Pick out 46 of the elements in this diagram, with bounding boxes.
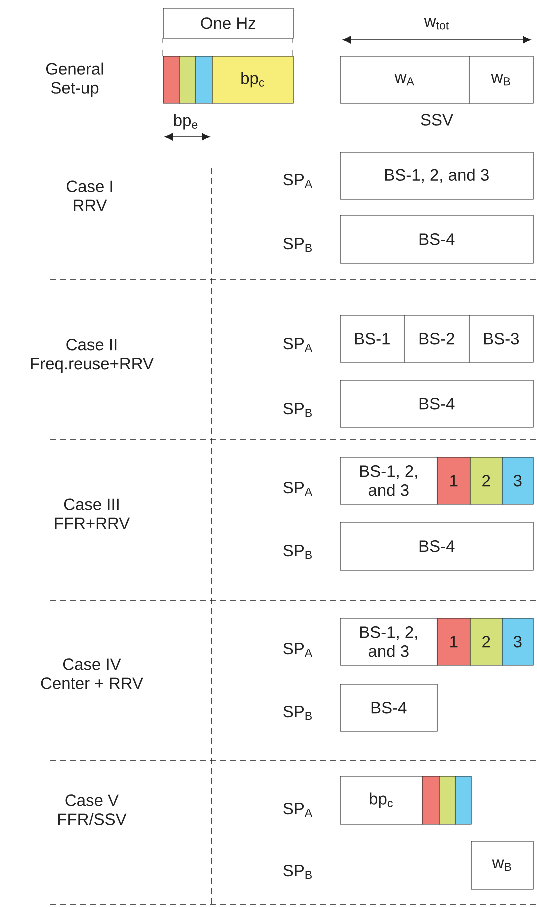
band-segment: 2 xyxy=(470,618,503,666)
dimension-label: w$_{tot}$ xyxy=(424,18,450,30)
spectrum-block: BS-4 xyxy=(340,522,534,571)
spectrum-block: BS-2 xyxy=(404,315,470,363)
spectrum-block: BS-4 xyxy=(340,380,534,428)
spectrum-block: w$_{B}$ xyxy=(471,841,534,890)
band-segment xyxy=(195,56,213,104)
band-segment: bp$_{c}$ xyxy=(212,56,294,104)
band-segment xyxy=(422,776,440,825)
band-segment: 1 xyxy=(437,457,471,505)
spectrum-block: BS-1, 2, and 3 xyxy=(340,457,438,505)
sp-label: SP$_{B}$ xyxy=(284,864,312,880)
row-label: General Set-up xyxy=(46,62,104,98)
case-label: Case IV Center + RRV xyxy=(41,658,144,690)
spectrum-block: One Hz xyxy=(163,8,294,39)
sp-label: SP$_{B}$ xyxy=(284,402,312,418)
band-segment: 1 xyxy=(437,618,471,666)
spectrum-block: bp$_{c}$ xyxy=(340,776,423,825)
band-segment xyxy=(439,776,456,825)
spectrum-block: BS-3 xyxy=(469,315,534,363)
sp-label: SP$_{A}$ xyxy=(284,642,313,658)
spectrum-block: BS-1, 2, and 3 xyxy=(340,618,438,666)
spectrum-block: BS-4 xyxy=(340,215,534,264)
sp-label: SP$_{A}$ xyxy=(284,482,313,496)
spectrum-block: BS-4 xyxy=(340,684,438,732)
sp-label: SP$_{B}$ xyxy=(284,238,312,252)
case-label: Case I RRV xyxy=(66,180,112,212)
band-segment xyxy=(163,56,180,104)
sp-label: SP$_{B}$ xyxy=(284,706,312,720)
sp-label: SP$_{A}$ xyxy=(284,338,313,352)
band-segment xyxy=(179,56,196,104)
spectrum-block: w$_{B}$ xyxy=(469,56,534,104)
case-label: Case II Freq.reuse+RRV xyxy=(31,339,154,373)
band-segment: 3 xyxy=(502,618,534,666)
sp-label: SP$_{A}$ xyxy=(284,174,313,188)
case-label: Case III FFR+RRV xyxy=(55,498,130,530)
caption-label: SSV xyxy=(421,114,454,126)
sp-label: SP$_{A}$ xyxy=(284,802,313,818)
band-segment: 2 xyxy=(470,457,503,505)
band-segment xyxy=(455,776,472,825)
sp-label: SP$_{B}$ xyxy=(284,544,312,560)
dimension-label: bp$_{e}$ xyxy=(174,114,198,130)
spectrum-block: BS-1, 2, and 3 xyxy=(340,152,534,200)
case-label: Case V FFR/SSV xyxy=(58,794,127,826)
band-segment: 3 xyxy=(502,457,534,505)
spectrum-block: BS-1 xyxy=(340,315,405,363)
